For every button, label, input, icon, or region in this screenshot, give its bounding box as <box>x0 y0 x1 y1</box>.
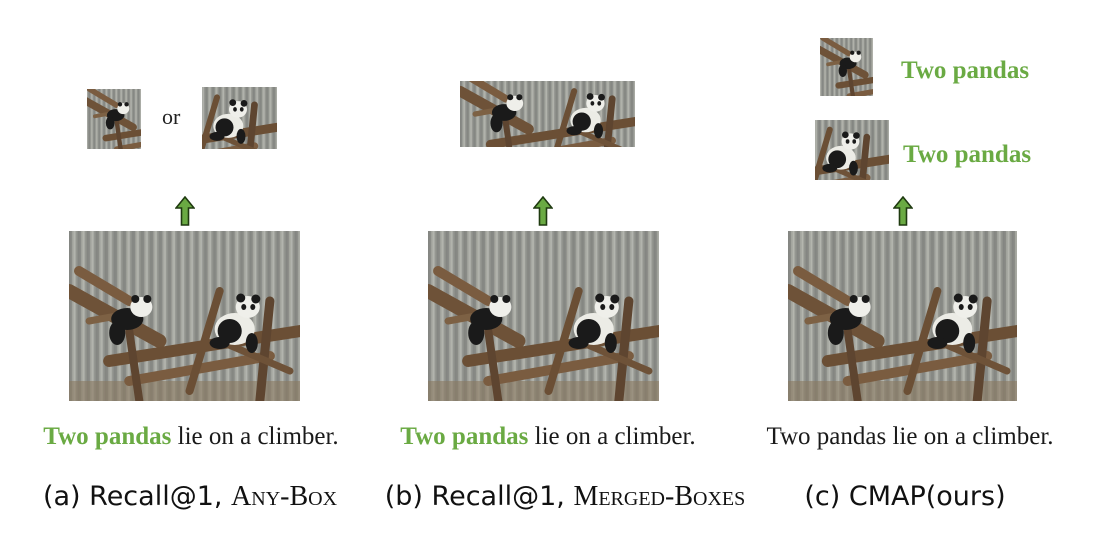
panel-a-caption: Two pandas lie on a climber. <box>26 423 356 451</box>
panel-c-crop-1-label: Two pandas <box>901 57 1030 84</box>
panel-a-label-method: Any-Box <box>231 481 338 512</box>
panel-a-crop-right-photo <box>202 87 277 149</box>
panel-a-caption-rest: lie on a climber. <box>171 423 339 450</box>
panel-a-up-arrow-icon <box>175 196 195 226</box>
panel-c-caption: Two pandas lie on a climber. <box>766 423 1054 450</box>
panel-c-full-photo <box>788 231 1017 401</box>
panel-c-label: (c) CMAP(ours) <box>804 481 1006 512</box>
panel-c-crop-2-label: Two pandas <box>903 141 1032 168</box>
panel-b-full-photo <box>428 231 659 401</box>
panel-b-caption: Two pandas lie on a climber. <box>383 423 713 451</box>
panel-b-label-method: Merged-Boxes <box>573 481 746 512</box>
panel-a-label: (a) Recall@1, Any-Box <box>30 481 350 513</box>
panel-b-up-arrow-icon <box>533 196 553 226</box>
panel-c-up-arrow-icon <box>893 196 913 226</box>
panel-a-label-prefix: (a) Recall@1, <box>42 481 232 512</box>
panel-c-crop-1-photo <box>820 38 873 96</box>
panel-a-caption-highlight: Two pandas <box>43 423 172 450</box>
panel-b-label-prefix: (b) Recall@1, <box>384 481 574 512</box>
panel-b-label: (b) Recall@1, Merged-Boxes <box>370 481 760 513</box>
panel-b-caption-rest: lie on a climber. <box>528 423 696 450</box>
panel-b-caption-highlight: Two pandas <box>400 423 529 450</box>
panel-a-crop-left-photo <box>87 89 141 149</box>
panel-b-merged-crop-photo <box>460 81 635 147</box>
panel-a-full-photo <box>69 231 300 401</box>
or-text: or <box>162 104 181 129</box>
panel-c-crop-2-photo <box>815 120 889 180</box>
